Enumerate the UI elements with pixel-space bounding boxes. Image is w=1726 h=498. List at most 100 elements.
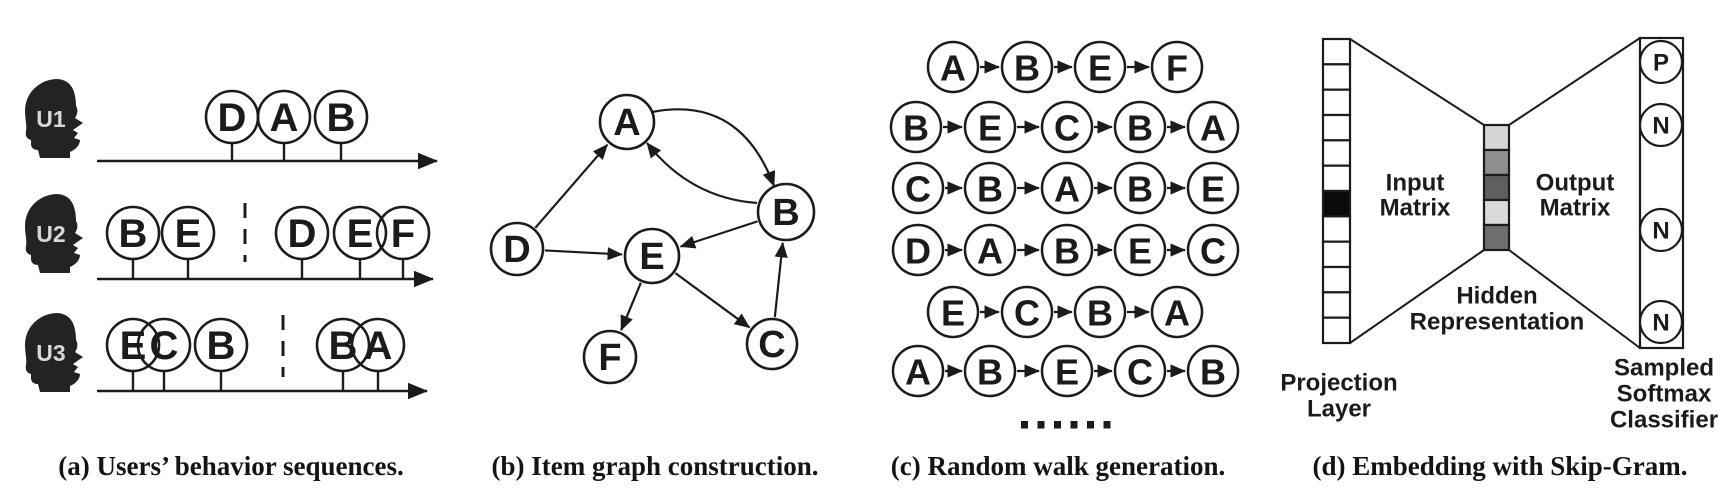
item-node-circle	[963, 100, 1017, 154]
item-node-label: E	[941, 293, 965, 334]
item-node-label: C	[1014, 293, 1040, 334]
item-node-label: E	[1088, 48, 1112, 89]
projection-cell	[1321, 215, 1352, 243]
item-node-circle	[1000, 285, 1054, 339]
item-node-label: N	[1652, 310, 1669, 337]
item-node-circle	[582, 329, 638, 385]
item-node-label: B	[903, 108, 929, 149]
sampled-softmax-classifier-label: Classifier	[1610, 407, 1718, 434]
projection-cell	[1321, 291, 1352, 319]
graph-edge	[674, 272, 751, 329]
item-node-label: D	[288, 212, 317, 256]
user-head-icon: U2	[25, 194, 83, 273]
item-node-label: B	[1087, 293, 1113, 334]
item-node-circle	[1113, 223, 1167, 277]
item-node-label: F	[391, 212, 415, 256]
item-node-label: B	[977, 169, 1003, 210]
item-node-circle	[926, 40, 980, 94]
projection-cell	[1321, 265, 1352, 294]
item-node-circle	[315, 317, 371, 373]
projection-cell	[1321, 240, 1352, 269]
projection-cell	[1321, 113, 1352, 142]
item-node-label: A	[1200, 108, 1226, 149]
item-node-label: E	[175, 212, 202, 256]
item-node-label: D	[218, 96, 247, 140]
item-node-label: D	[905, 231, 931, 272]
hidden-cell	[1482, 173, 1511, 202]
item-node-label: A	[905, 352, 931, 393]
item-node-circle	[963, 344, 1017, 398]
projection-cell	[1321, 139, 1352, 167]
item-node-label: E	[978, 108, 1002, 149]
item-node-circle	[1638, 207, 1684, 253]
item-node-circle	[375, 205, 431, 261]
caption-d: (d) Embedding with Skip-Gram.	[1312, 451, 1687, 481]
item-node-label: P	[1653, 50, 1669, 77]
item-node-label: N	[1652, 218, 1669, 245]
hidden-representation-label: Representation	[1410, 309, 1585, 336]
ellipsis-dot	[1021, 421, 1028, 429]
item-node-label: C	[758, 324, 785, 366]
item-node-circle	[891, 161, 945, 215]
fan-line	[1508, 249, 1641, 349]
hidden-cell	[1482, 198, 1511, 227]
graph-edge	[620, 282, 642, 332]
fan-line	[1349, 249, 1485, 344]
item-node-circle	[1186, 161, 1240, 215]
item-node-circle	[350, 317, 406, 373]
item-node-label: F	[1166, 48, 1188, 89]
item-node-label: C	[150, 324, 179, 368]
item-node-circle	[1113, 100, 1167, 154]
user-head-icon: U3	[25, 313, 83, 392]
item-node-circle	[598, 93, 656, 151]
panel-embedding-skip-gram: PNNNInputMatrixOutputMatrixHiddenReprese…	[1280, 36, 1718, 434]
head-silhouette	[25, 313, 83, 392]
item-node-circle	[105, 317, 161, 373]
item-node-circle	[891, 223, 945, 277]
item-node-circle	[313, 89, 369, 145]
item-node-label: E	[1128, 231, 1152, 272]
item-node-circle	[1150, 285, 1204, 339]
item-node-circle	[1638, 102, 1684, 148]
ellipsis-dot	[1087, 421, 1094, 429]
item-node-label: E	[347, 212, 374, 256]
item-node-label: B	[772, 192, 799, 234]
item-node-circle	[889, 100, 943, 154]
input-matrix-label: Matrix	[1380, 195, 1451, 222]
graph-edge	[534, 143, 609, 229]
item-node-circle	[963, 223, 1017, 277]
item-node-label: A	[977, 231, 1003, 272]
caption-b: (b) Item graph construction.	[492, 451, 819, 481]
hidden-representation-label: Hidden	[1456, 283, 1537, 310]
item-node-label: F	[598, 337, 621, 379]
item-node-label: A	[1054, 169, 1080, 210]
user-label: U3	[36, 340, 65, 366]
item-node-label: B	[977, 352, 1003, 393]
item-node-circle	[963, 161, 1017, 215]
hidden-cell	[1482, 148, 1511, 177]
head-silhouette	[25, 79, 83, 158]
item-node-label: C	[1127, 352, 1153, 393]
sampled-softmax-classifier-label: Softmax	[1617, 381, 1712, 408]
item-node-label: E	[1201, 169, 1225, 210]
item-node-circle	[1186, 344, 1240, 398]
item-node-circle	[1113, 161, 1167, 215]
item-node-label: B	[1014, 48, 1040, 89]
output-matrix-label: Matrix	[1540, 195, 1611, 222]
item-node-label: C	[1054, 108, 1080, 149]
item-node-circle	[1638, 299, 1684, 345]
graph-edge	[773, 241, 788, 318]
item-node-label: C	[1200, 231, 1226, 272]
item-node-circle	[891, 344, 945, 398]
item-node-label: A	[613, 102, 640, 144]
item-node-circle	[623, 227, 681, 285]
item-node-circle	[756, 182, 816, 242]
user-head-icon: U1	[25, 79, 83, 158]
item-node-label: A	[270, 96, 299, 140]
